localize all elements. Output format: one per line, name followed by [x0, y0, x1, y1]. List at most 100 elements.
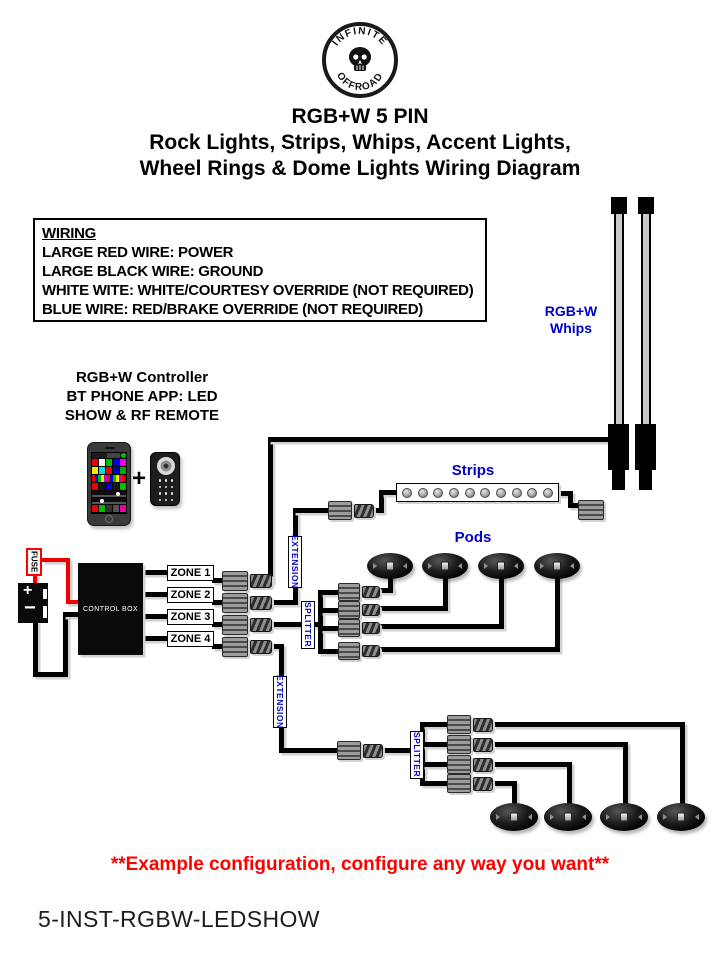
connector-female: [222, 637, 248, 657]
remote-buttons: [157, 479, 175, 501]
rock-light-pod: [422, 553, 468, 579]
connector-female: [578, 500, 604, 520]
zone2-wire: [268, 600, 298, 605]
fuse-block: FUSE: [26, 548, 42, 576]
controller-line-2: BT PHONE APP: LED: [66, 388, 218, 405]
zone4-wire: [268, 644, 284, 649]
connector-male: [473, 738, 493, 752]
splitter-label: SPLITTER: [301, 601, 315, 649]
zone1-wire: [268, 437, 612, 442]
power-wire: [33, 574, 37, 586]
zone1-wire: [268, 437, 273, 583]
battery-tab: [43, 606, 47, 618]
connector-female: [222, 593, 248, 613]
connector-male: [362, 622, 380, 634]
connector-female: [337, 741, 361, 760]
pods-label: Pods: [454, 529, 492, 546]
rock-light-pod: [367, 553, 413, 579]
power-wire: [42, 558, 70, 562]
ground-wire: [33, 672, 68, 677]
phone-speaker: [105, 447, 115, 449]
pod-wire: [555, 575, 560, 652]
skull-icon: [349, 47, 371, 71]
controller-line-1: RGB+W Controller: [75, 369, 209, 386]
battery-negative-terminal: −: [24, 597, 36, 619]
splitter-branch: [422, 722, 449, 727]
wiring-heading: WIRING: [42, 225, 97, 242]
pod-wire: [680, 722, 685, 807]
page-title: RGB+W 5 PIN Rock Lights, Strips, Whips, …: [0, 104, 720, 182]
splitter-feed-wire: [383, 748, 423, 753]
extension-wire: [279, 748, 341, 753]
pod-wire: [512, 781, 517, 807]
splitter-branch: [422, 742, 449, 747]
control-box: CONTROL BOX: [78, 563, 143, 655]
strip-feed-wire: [379, 490, 384, 513]
splitter-branch: [422, 762, 449, 767]
pod-wire: [388, 575, 393, 593]
pod-wire: [380, 624, 504, 629]
wiring-notes-box: WIRING LARGE RED WIRE: POWER LARGE BLACK…: [33, 218, 487, 322]
connector-male: [362, 586, 380, 598]
zone-3-label: ZONE 3: [167, 609, 214, 625]
strips-label: Strips: [451, 462, 495, 479]
connector-female: [328, 501, 352, 520]
wiring-note-ground: LARGE BLACK WIRE: GROUND: [42, 263, 264, 280]
rf-remote: [150, 452, 180, 506]
connector-female: [338, 642, 360, 660]
zone-wire: [212, 622, 226, 627]
connector-male: [250, 640, 272, 654]
splitter-label: SPLITTER: [410, 731, 424, 779]
wiring-note-white: WHITE WITE: WHITE/COURTESY OVERRIDE (NOT…: [42, 282, 474, 299]
connector-male: [473, 777, 493, 791]
connector-female: [222, 615, 248, 635]
extension-label: EXTENSION: [273, 675, 287, 729]
ground-wire: [63, 612, 68, 677]
pod-wire: [443, 575, 448, 611]
whips-label-line2: Whips: [550, 320, 592, 336]
connector-male: [250, 618, 272, 632]
title-line-3: Wheel Rings & Dome Lights Wiring Diagram: [139, 157, 581, 180]
zone-wire: [212, 644, 226, 649]
remote-dial: [157, 457, 175, 475]
infinite-offroad-logo: INFINITE OFFROAD: [322, 22, 398, 98]
connector-female: [447, 755, 471, 774]
connector-male: [250, 596, 272, 610]
power-wire: [66, 600, 80, 604]
rock-light-pod: [490, 803, 538, 831]
whips-label-line1: RGB+W: [544, 303, 598, 319]
ground-wire: [63, 612, 80, 617]
connector-male: [354, 504, 374, 518]
pod-wire: [493, 762, 572, 767]
pod-wire: [493, 781, 517, 786]
extension-label: EXTENSION: [288, 535, 302, 589]
zone-wire: [143, 570, 170, 575]
zone-wire: [143, 592, 170, 597]
battery-tab: [43, 589, 47, 599]
battery-positive-terminal: +: [23, 582, 33, 599]
connector-male: [473, 758, 493, 772]
controller-line-3: SHOW & RF REMOTE: [64, 407, 220, 424]
rock-light-pod: [600, 803, 648, 831]
extension-wire: [293, 508, 330, 513]
pod-wire: [499, 575, 504, 629]
strip-tail-wire: [557, 491, 573, 496]
connector-male: [473, 718, 493, 732]
zone-wire: [212, 600, 226, 605]
connector-female: [338, 583, 360, 601]
splitter-branch: [320, 649, 340, 654]
zone-1-label: ZONE 1: [167, 565, 214, 581]
zone-wire: [143, 636, 170, 641]
example-configuration-note: **Example configuration, configure any w…: [110, 854, 610, 875]
pod-wire: [567, 762, 572, 807]
bt-phone-app: [87, 442, 131, 526]
controller-description: RGB+W Controller BT PHONE APP: LED SHOW …: [40, 368, 244, 425]
connector-female: [447, 735, 471, 754]
pod-wire: [493, 742, 628, 747]
wiring-note-power: LARGE RED WIRE: POWER: [42, 244, 234, 261]
connector-male: [363, 744, 383, 758]
splitter-branch: [320, 608, 340, 613]
splitter-branch: [422, 781, 449, 786]
connector-male: [362, 645, 380, 657]
